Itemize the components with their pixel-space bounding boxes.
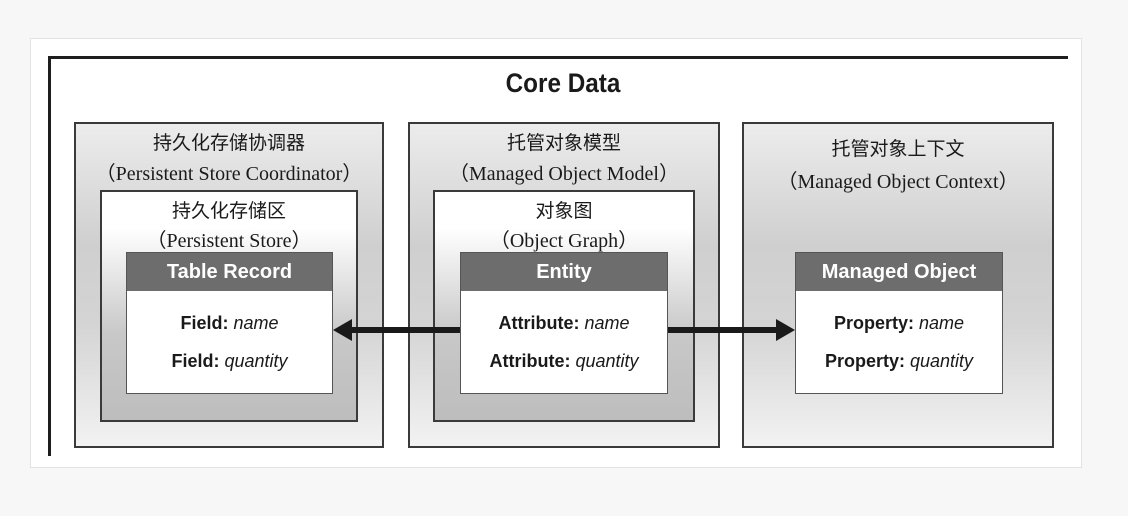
managed-object-row-name: Property: name	[833, 313, 965, 333]
persistent-store-label-zh: 持久化存储区	[171, 200, 286, 222]
model-label-zh: 托管对象模型	[506, 132, 621, 154]
coordinator-label-zh: 持久化存储协调器	[152, 132, 305, 154]
diagram-title: Core Data	[505, 68, 621, 98]
context-label-zh: 托管对象上下文	[831, 138, 965, 160]
entity-card: Entity Attribute: name Attribute: quanti…	[460, 252, 668, 394]
managed-object-header: Managed Object	[796, 253, 1002, 291]
object-graph-label-zh: 对象图	[535, 200, 593, 222]
model-label-en: （Managed Object Model）	[449, 163, 679, 185]
table-record-header: Table Record	[127, 253, 332, 291]
managed-object-card: Managed Object Property: name Property: …	[795, 252, 1003, 394]
entity-header: Entity	[461, 253, 667, 291]
object-graph-label-en: （Object Graph）	[489, 230, 639, 252]
context-label-en: （Managed Object Context）	[777, 171, 1019, 193]
table-record-card: Table Record Field: name Field: quantity	[126, 252, 333, 394]
entity-row-name: Attribute: name	[498, 313, 630, 333]
table-record-row-name: Field: name	[180, 313, 279, 333]
managed-object-row-quantity: Property: quantity	[824, 351, 974, 371]
persistent-store-label-en: （Persistent Store）	[146, 230, 312, 252]
arrow-to-table-record	[333, 319, 460, 341]
table-record-row-quantity: Field: quantity	[171, 351, 288, 371]
entity-row-quantity: Attribute: quantity	[489, 351, 639, 371]
coordinator-label-en: （Persistent Store Coordinator）	[95, 163, 363, 185]
arrow-to-managed-object	[668, 319, 795, 341]
